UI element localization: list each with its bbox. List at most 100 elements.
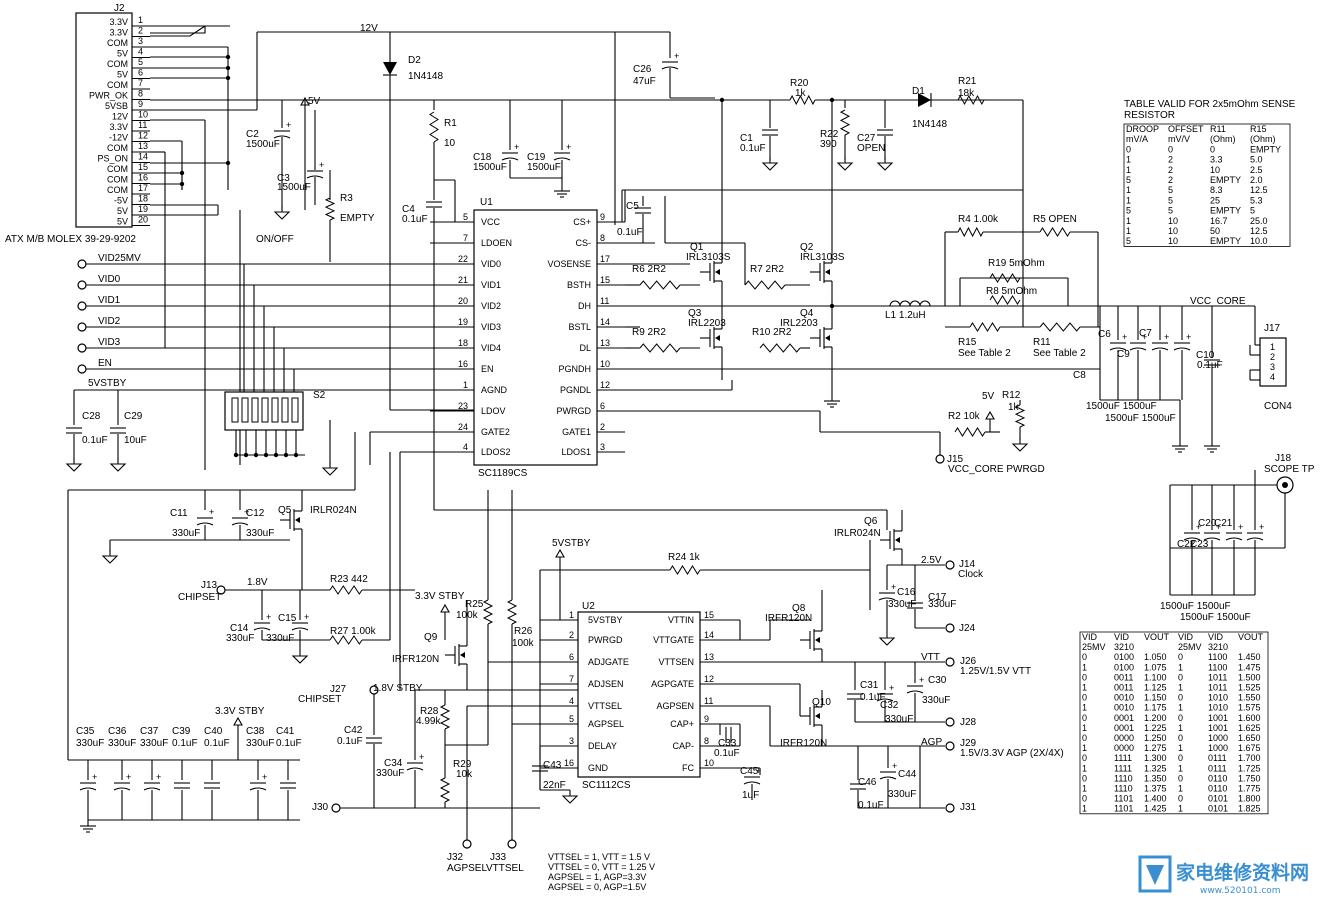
part-label-c2_val: 1500uF: [246, 139, 280, 150]
c11-capacitor: +: [196, 507, 214, 526]
net-label-v5_pwrgd: 5V: [982, 391, 995, 402]
part-label-r8: R8 5mOhm: [986, 286, 1037, 297]
s2-switch-slot[interactable]: [271, 397, 279, 423]
vid-table-cell: 0: [1178, 693, 1183, 703]
vid-table-cell: 1.650: [1238, 733, 1261, 743]
part-label-c12: C12: [246, 508, 265, 519]
part-label-r23: R23 442: [330, 574, 368, 585]
u1-pin-label: PGNDH: [558, 364, 591, 374]
c15-capacitor: +: [291, 612, 309, 631]
u1-pin-number: 12: [600, 380, 610, 390]
part-label-r10: R10 2R2: [752, 327, 792, 338]
selection-note: VTTSEL = 0, VTT = 1.25 V: [548, 862, 655, 872]
part-label-c45_val: 1uF: [742, 790, 759, 801]
j2-pin-label: 3.3V: [109, 28, 128, 38]
scope-capacitor: +: [1203, 522, 1221, 541]
u1-pin-label: VID0: [481, 259, 501, 269]
part-label-q3_val: IRL2203: [688, 318, 726, 329]
droop-table-cell: EMPTY: [1210, 175, 1241, 185]
net-label-vid3: VID3: [98, 337, 121, 348]
j2-pin-label: COM: [107, 164, 128, 174]
part-label-c43_val: 22nF: [543, 780, 566, 791]
j29-terminal-icon: [945, 741, 955, 751]
part-label-c45: C45: [740, 766, 759, 777]
u1-ref: U1: [480, 197, 493, 208]
vid-table-cell: 1.075: [1144, 662, 1167, 672]
q-ground-icon: [824, 395, 840, 408]
net-label-v5stby_u2: 5VSTBY: [552, 538, 591, 549]
s2-switch-slot[interactable]: [291, 397, 299, 423]
svg-text:+: +: [419, 752, 424, 762]
part-label-j14: J14: [959, 559, 976, 570]
part-label-c29_ref: C29: [124, 411, 143, 422]
vid-table-cell: 0: [1082, 773, 1087, 783]
part-label-q1_ref: Q1: [690, 242, 704, 253]
vcc-core-capacitor: +: [1151, 332, 1169, 351]
vid-table-cell: 1.400: [1144, 794, 1167, 804]
svg-text:+: +: [891, 582, 896, 592]
part-label-c43: C43: [543, 760, 562, 771]
part-label-c38_val: 330uF: [246, 738, 274, 749]
u2-pin-number: 13: [704, 652, 714, 662]
droop-table-title: TABLE VALID FOR 2x5mOhm SENSE: [1124, 99, 1296, 110]
part-label-r19: R19 5mOhm: [988, 258, 1045, 269]
vid-table-cell: 1.100: [1144, 672, 1167, 682]
input-vid1-terminal-icon: [77, 301, 87, 311]
c1-capacitor: [762, 129, 778, 136]
part-label-c42_val: 0.1uF: [337, 736, 363, 747]
vid-table-cell: 1.175: [1144, 703, 1167, 713]
droop-table-cell: 16.7: [1210, 216, 1228, 226]
j17-connector[interactable]: [1259, 337, 1287, 387]
u2-pin-number: 7: [569, 674, 574, 684]
u1-pin-number: 10: [600, 359, 610, 369]
part-label-r1_val: 10: [444, 138, 456, 149]
part-label-r9: R9 2R2: [632, 327, 666, 338]
c17-capacitor: [907, 602, 923, 609]
part-label-bank4: 1500uF 1500uF: [1180, 612, 1251, 623]
u1-pin-number: 23: [458, 401, 468, 411]
c15-ground-icon: [291, 650, 309, 664]
s2-switch-slot[interactable]: [231, 397, 239, 423]
vid-table-cell: 0010: [1114, 693, 1134, 703]
part-label-d1_ref: D1: [912, 86, 925, 97]
part-label-c3_ref: C3: [277, 173, 290, 184]
part-label-r21_ref: R21: [958, 76, 977, 87]
c2-capacitor: +: [273, 120, 291, 139]
u1-pin-label: VID4: [481, 343, 501, 353]
j17-pin-number: 3: [1270, 362, 1275, 372]
part-label-r22_ref: R22: [820, 129, 839, 140]
part-label-c14_val: 330uF: [226, 633, 254, 644]
vid-table-cell: 1011: [1208, 672, 1227, 682]
droop-table-cell: 3.3: [1210, 155, 1223, 165]
vid-table-cell: 0: [1178, 773, 1183, 783]
r9-resistor: [639, 343, 681, 353]
s2-switch-slot[interactable]: [261, 397, 269, 423]
q3-mosfet: [700, 320, 723, 356]
droop-table-cell: 5: [1126, 236, 1131, 246]
vid-table-cell: 0010: [1114, 703, 1134, 713]
vcc-core-capacitor: +: [1129, 332, 1147, 351]
r12-resistor: [1014, 404, 1026, 428]
vid-table-cell: 1000: [1208, 743, 1228, 753]
j2-pin-label: COM: [107, 175, 128, 185]
vcc-core-capacitor: +: [1109, 332, 1127, 351]
vid-table-cell: 0111: [1208, 763, 1227, 773]
s2-switch-slot[interactable]: [251, 397, 259, 423]
s2-switch-slot[interactable]: [241, 397, 249, 423]
u1-pin-label: LDOEN: [481, 238, 512, 248]
j28-terminal-icon: [945, 717, 955, 727]
vid-table-cell: 0: [1178, 733, 1183, 743]
s2-switch-slot[interactable]: [281, 397, 289, 423]
r23-resistor: [329, 585, 363, 595]
vid-table-cell: 1000: [1208, 733, 1228, 743]
j2-pin-number: 20: [138, 215, 148, 225]
part-label-r28_val: 4.99k: [416, 716, 441, 727]
u2-pin-number: 15: [704, 610, 714, 620]
net-label-s2: S2: [313, 390, 326, 401]
svg-text:+: +: [319, 160, 324, 170]
net-label-vid2: VID2: [98, 316, 121, 327]
part-label-c11: C11: [170, 508, 188, 519]
vid-table-cell: 1.125: [1144, 683, 1167, 693]
part-label-c40: C40: [204, 726, 223, 737]
